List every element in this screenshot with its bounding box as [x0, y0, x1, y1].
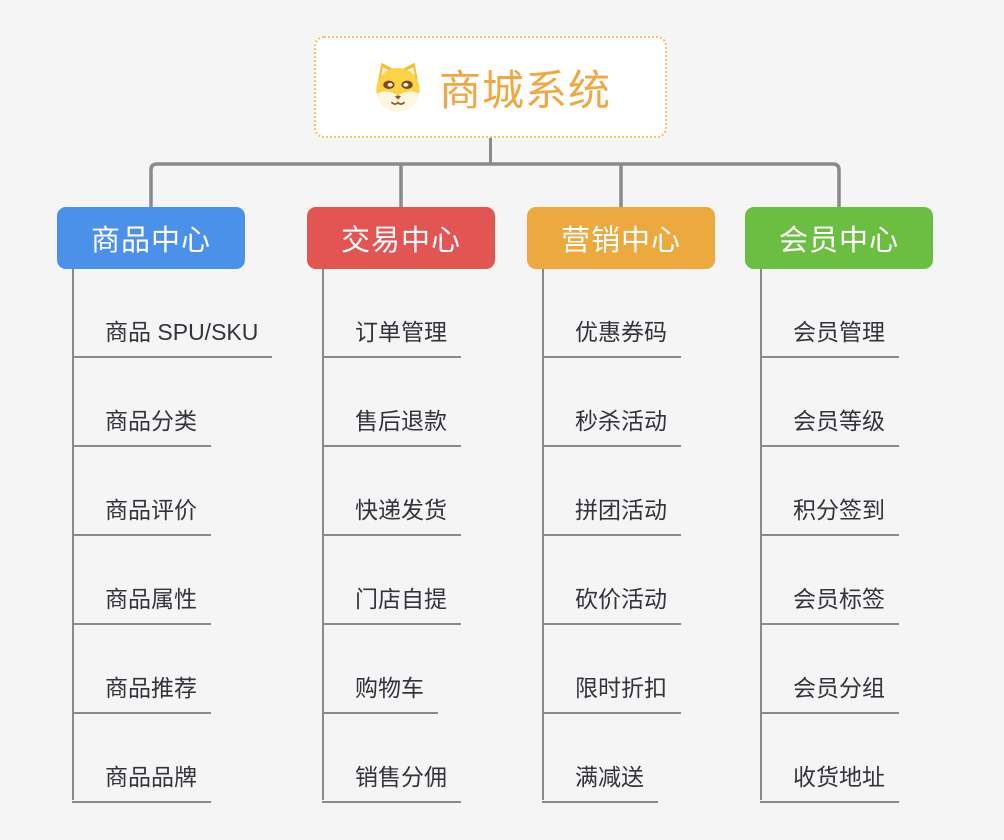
tree-node-label[interactable]: 快递发货 [322, 491, 461, 536]
branch-list-member-center: 会员管理 会员等级 积分签到 会员标签 会员分组 收货地址 [745, 269, 933, 803]
branch-product-center: 商品中心 商品 SPU/SKU 商品分类 商品评价 商品属性 商品推荐 商品品牌 [57, 207, 273, 803]
branch-marketing-center: 营销中心 优惠券码 秒杀活动 拼团活动 砍价活动 限时折扣 满减送 [527, 207, 715, 803]
branch-header-member-center[interactable]: 会员中心 [745, 207, 933, 269]
tree-item: 门店自提 [307, 536, 495, 625]
tree-item: 优惠券码 [527, 269, 715, 358]
tree-node-label[interactable]: 销售分佣 [322, 758, 461, 803]
tree-item: 订单管理 [307, 269, 495, 358]
tree-node-label[interactable]: 满减送 [542, 758, 658, 803]
tree-item: 会员标签 [745, 536, 933, 625]
branch-trunk-line [542, 269, 544, 800]
branch-trunk-line [322, 269, 324, 800]
tree-node-label[interactable]: 商品分类 [72, 402, 211, 447]
branch-trunk-line [760, 269, 762, 800]
tree-node-label[interactable]: 订单管理 [322, 313, 461, 358]
tree-node-label[interactable]: 售后退款 [322, 402, 461, 447]
tree-node-label[interactable]: 会员分组 [760, 669, 899, 714]
tree-node-label[interactable]: 购物车 [322, 669, 438, 714]
tree-item: 商品评价 [57, 447, 245, 536]
branch-header-trade-center[interactable]: 交易中心 [307, 207, 495, 269]
tree-node-label[interactable]: 积分签到 [760, 491, 899, 536]
branch-connector-rail [149, 162, 841, 208]
tree-item: 销售分佣 [307, 714, 495, 803]
tree-item: 会员管理 [745, 269, 933, 358]
root-title: 商城系统 [438, 66, 611, 114]
branch-list-product-center: 商品 SPU/SKU 商品分类 商品评价 商品属性 商品推荐 商品品牌 [57, 269, 273, 803]
tree-item: 会员分组 [745, 625, 933, 714]
tree-item: 商品属性 [57, 536, 245, 625]
tree-item: 快递发货 [307, 447, 495, 536]
root-node-mall-system[interactable]: 商城系统 [314, 36, 667, 138]
tree-node-label[interactable]: 商品推荐 [72, 669, 211, 714]
tree-node-label[interactable]: 门店自提 [322, 580, 461, 625]
tree-item: 砍价活动 [527, 536, 715, 625]
tree-item: 拼团活动 [527, 447, 715, 536]
tree-node-label[interactable]: 收货地址 [760, 758, 899, 803]
branch-list-trade-center: 订单管理 售后退款 快递发货 门店自提 购物车 销售分佣 [307, 269, 495, 803]
tree-item: 商品推荐 [57, 625, 245, 714]
branch-member-center: 会员中心 会员管理 会员等级 积分签到 会员标签 会员分组 收货地址 [745, 207, 933, 803]
branch-trade-center: 交易中心 订单管理 售后退款 快递发货 门店自提 购物车 销售分佣 [307, 207, 495, 803]
tree-item: 商品品牌 [57, 714, 245, 803]
tree-item: 商品 SPU/SKU [57, 269, 273, 358]
tree-node-label[interactable]: 拼团活动 [542, 491, 681, 536]
tree-item: 收货地址 [745, 714, 933, 803]
branch-header-marketing-center[interactable]: 营销中心 [527, 207, 715, 269]
tree-node-label[interactable]: 商品评价 [72, 491, 211, 536]
tree-node-label[interactable]: 会员等级 [760, 402, 899, 447]
tree-node-label[interactable]: 商品 SPU/SKU [72, 313, 273, 358]
tree-item: 秒杀活动 [527, 358, 715, 447]
tree-item: 满减送 [527, 714, 715, 803]
branch-header-product-center[interactable]: 商品中心 [57, 207, 245, 269]
tree-node-label[interactable]: 优惠券码 [542, 313, 681, 358]
tree-node-label[interactable]: 秒杀活动 [542, 402, 681, 447]
tree-node-label[interactable]: 商品属性 [72, 580, 211, 625]
tree-node-label[interactable]: 砍价活动 [542, 580, 681, 625]
tree-item: 积分签到 [745, 447, 933, 536]
branch-list-marketing-center: 优惠券码 秒杀活动 拼团活动 砍价活动 限时折扣 满减送 [527, 269, 715, 803]
branch-trunk-line [72, 269, 74, 800]
tree-node-label[interactable]: 会员标签 [760, 580, 899, 625]
tree-item: 售后退款 [307, 358, 495, 447]
tree-item: 商品分类 [57, 358, 245, 447]
tree-node-label[interactable]: 商品品牌 [72, 758, 211, 803]
tree-item: 购物车 [307, 625, 495, 714]
tree-item: 会员等级 [745, 358, 933, 447]
shiba-dog-icon [376, 62, 420, 112]
tree-node-label[interactable]: 会员管理 [760, 313, 899, 358]
tree-item: 限时折扣 [527, 625, 715, 714]
tree-node-label[interactable]: 限时折扣 [542, 669, 681, 714]
